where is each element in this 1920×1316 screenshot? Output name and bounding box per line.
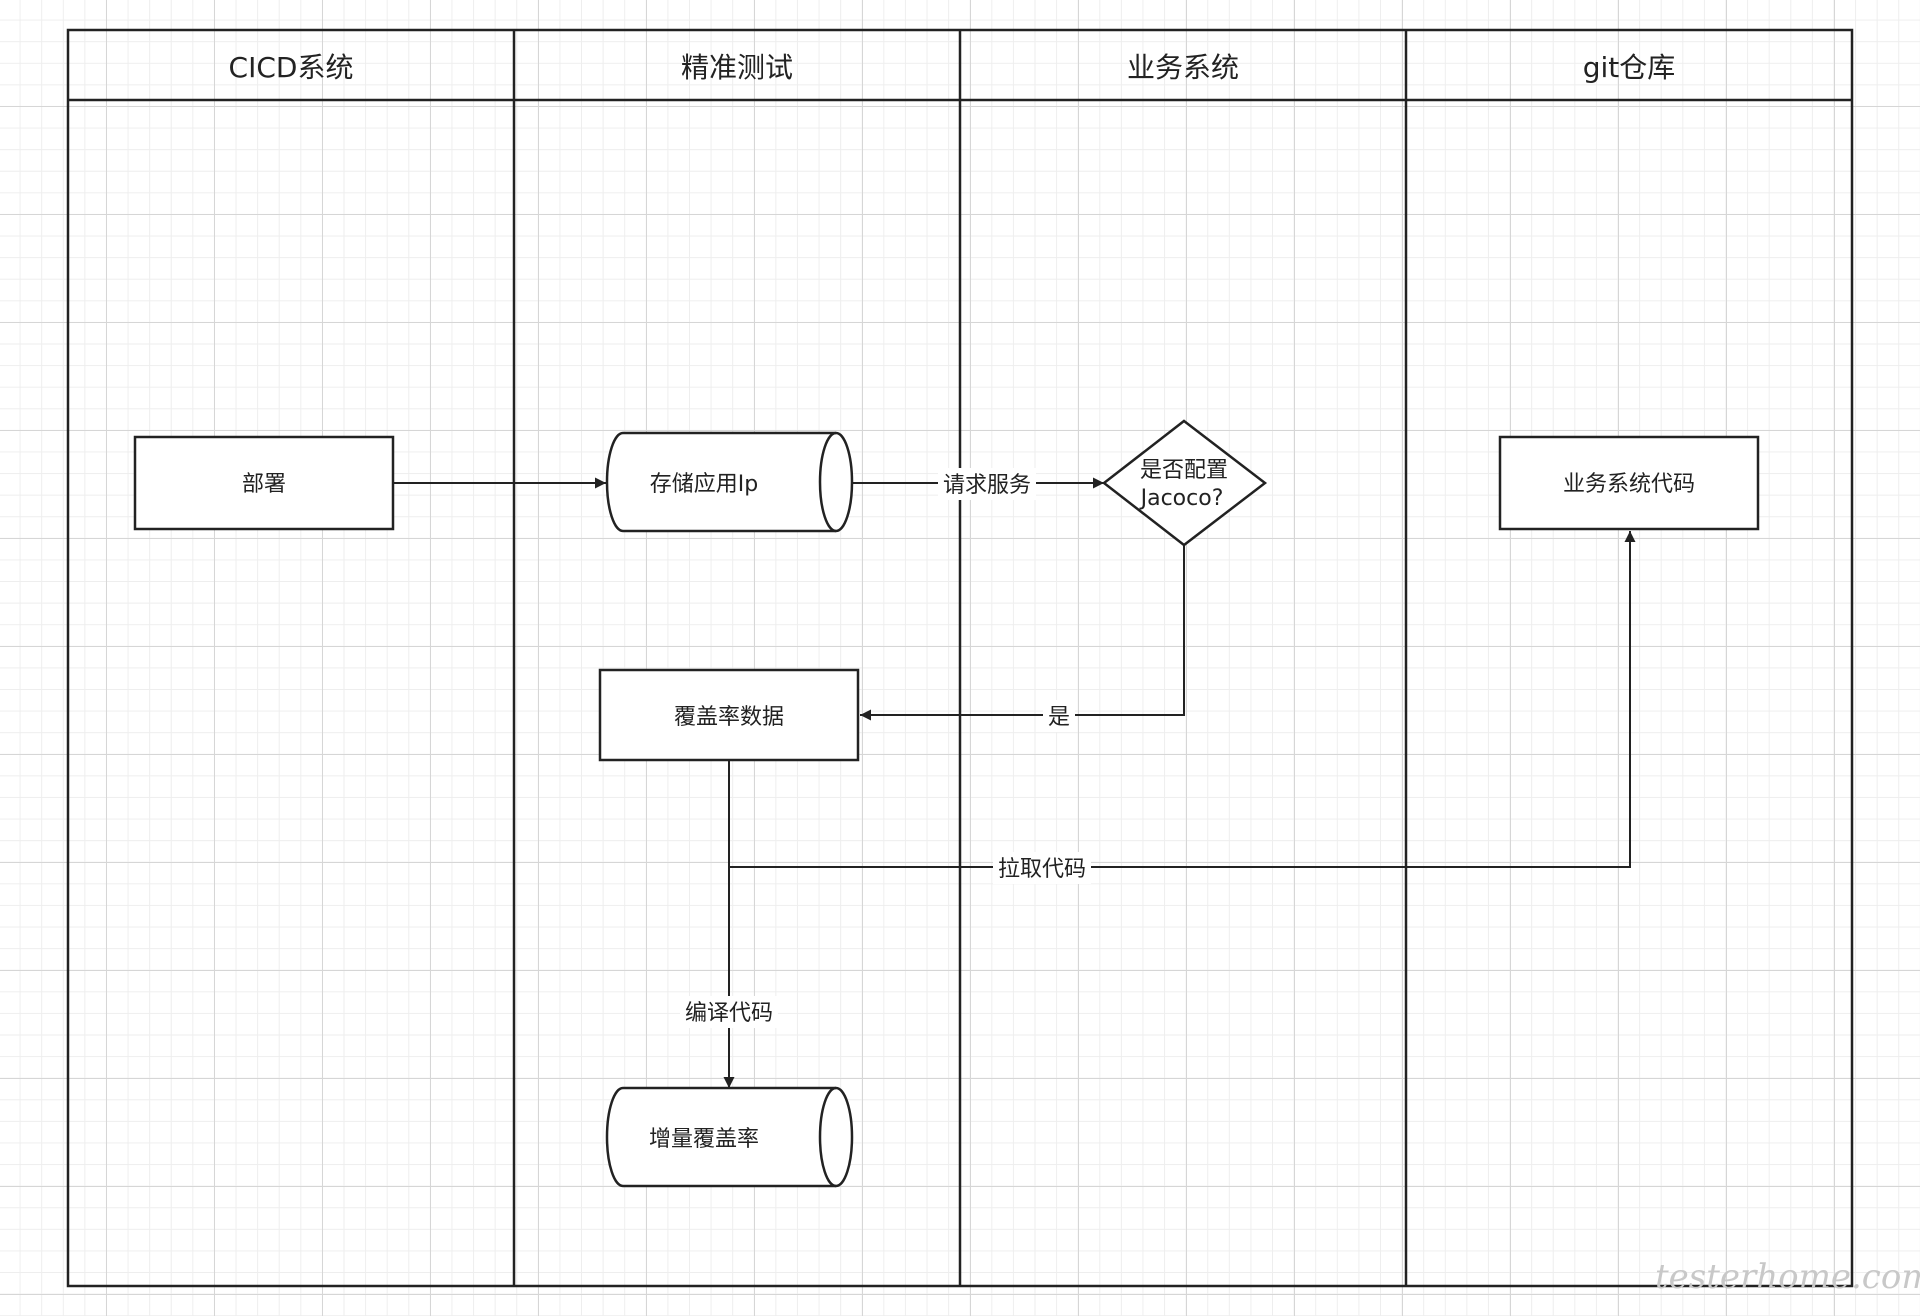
lane-title-cicd: CICD系统 [229,51,354,84]
edge-pull-code [729,531,1636,868]
lane-title-precise-testing: 精准测试 [681,51,793,84]
process-box [598,668,860,762]
edge-label-bg [680,996,778,1028]
node-incremental-coverage-label: 增量覆盖率 [649,1127,759,1152]
edge-label-bg [993,852,1091,884]
process-box [1498,435,1760,531]
edge-label-bg [938,468,1036,500]
node-decision-label-line2: Jacoco? [1139,486,1224,511]
node-business-code-label: 业务系统代码 [1563,472,1695,497]
lane-title-business-system: 业务系统 [1127,51,1239,84]
edge-label-compile-code: 编译代码 [685,1001,773,1026]
edge-yes [860,545,1185,721]
process-box [133,435,395,531]
edge-label-bg [1043,700,1075,732]
node-coverage-data-label: 覆盖率数据 [674,705,784,730]
node-business-code[interactable]: 业务系统代码 [1498,435,1760,531]
node-coverage-data[interactable]: 覆盖率数据 [598,668,860,762]
edge-label-pull-code: 拉取代码 [998,857,1086,882]
edge-label-request-service: 请求服务 [943,473,1031,498]
swimlane-frame: CICD系统 精准测试 业务系统 git仓库 [66,28,1854,1288]
edge-label-yes: 是 [1048,705,1070,730]
stored-data-curve [818,431,837,533]
node-incremental-coverage[interactable]: 增量覆盖率 [605,1086,854,1188]
stored-data-curve [818,1086,837,1188]
decision-diamond [1101,419,1268,547]
node-jacoco-decision[interactable]: 是否配置 Jacoco? [1101,419,1268,547]
node-deploy-label: 部署 [242,472,286,497]
node-decision-label-line1: 是否配置 [1140,458,1228,483]
node-store-ip-label: 存储应用Ip [650,472,758,497]
lane-title-git-repo: git仓库 [1583,51,1676,84]
edges: 请求服务 是 拉取代码 编译代码 [393,468,1636,1088]
watermark: testerhome.com [1655,1257,1920,1297]
node-deploy[interactable]: 部署 [133,435,395,531]
node-store-ip[interactable]: 存储应用Ip [605,431,854,533]
